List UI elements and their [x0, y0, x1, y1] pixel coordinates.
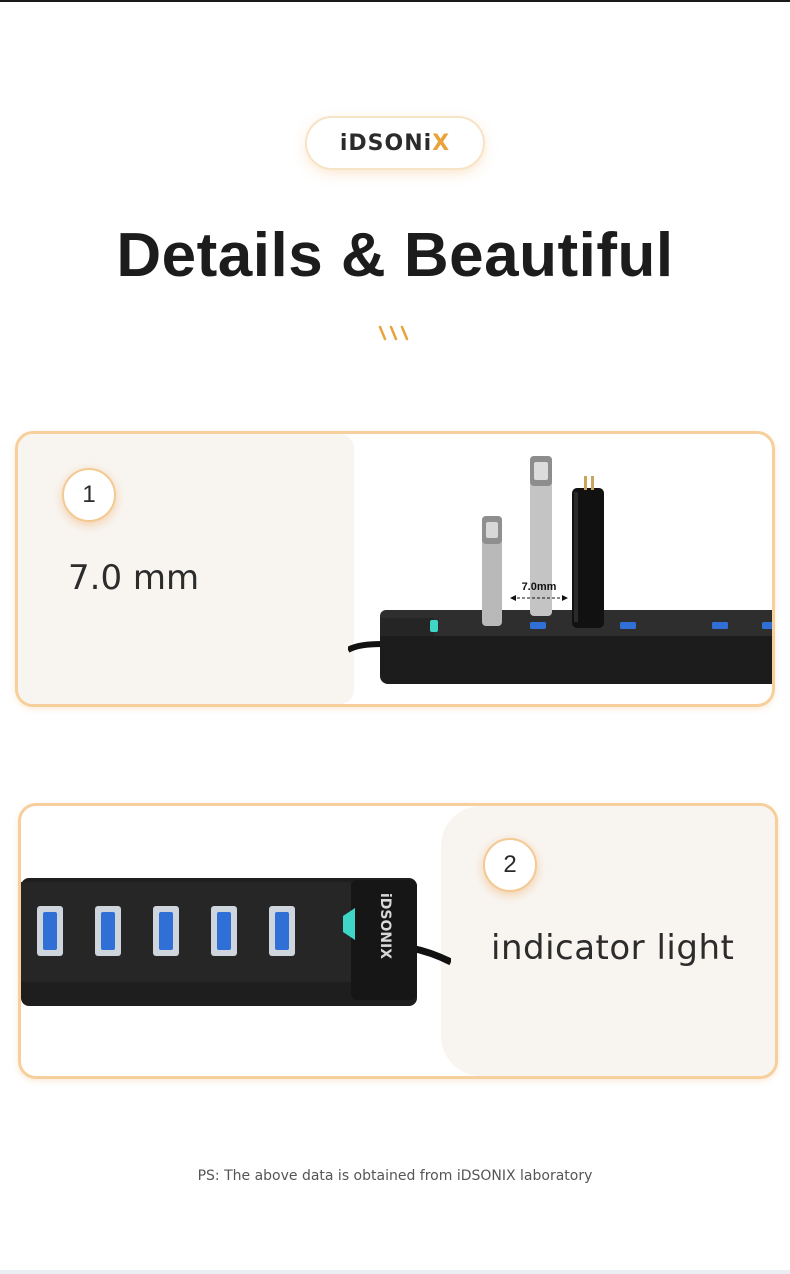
usb-ports	[37, 906, 295, 956]
brand-logo: iDSONiX	[340, 131, 450, 156]
footnote: PS: The above data is obtained from iDSO…	[197, 1168, 593, 1184]
title-decoration-icon	[378, 325, 409, 341]
usb-hub-top-illustration: iDSONIX	[21, 878, 451, 1006]
page-title: Details & Beautiful	[116, 221, 674, 290]
feature-number-badge: 2	[483, 838, 537, 892]
dimension-label: 7.0mm	[522, 581, 557, 593]
brand-logo-badge: iDSONiX	[307, 118, 483, 168]
feature-card-indicator: 2 indicator light iDSONIX	[18, 803, 778, 1079]
top-divider	[0, 0, 790, 2]
device-brand: iDSONIX	[377, 893, 393, 959]
brand-logo-x: X	[432, 130, 451, 156]
feature-label: 7.0 mm	[68, 558, 200, 598]
bottom-divider	[0, 1270, 790, 1274]
usb-hub-side-illustration: 7.0mm	[348, 456, 772, 684]
feature-card-thickness: 1 7.0 mm 7.0mm	[15, 431, 775, 707]
feature-label: indicator light	[491, 928, 735, 968]
feature-number-badge: 1	[62, 468, 116, 522]
brand-logo-main: iDSONi	[339, 130, 433, 156]
